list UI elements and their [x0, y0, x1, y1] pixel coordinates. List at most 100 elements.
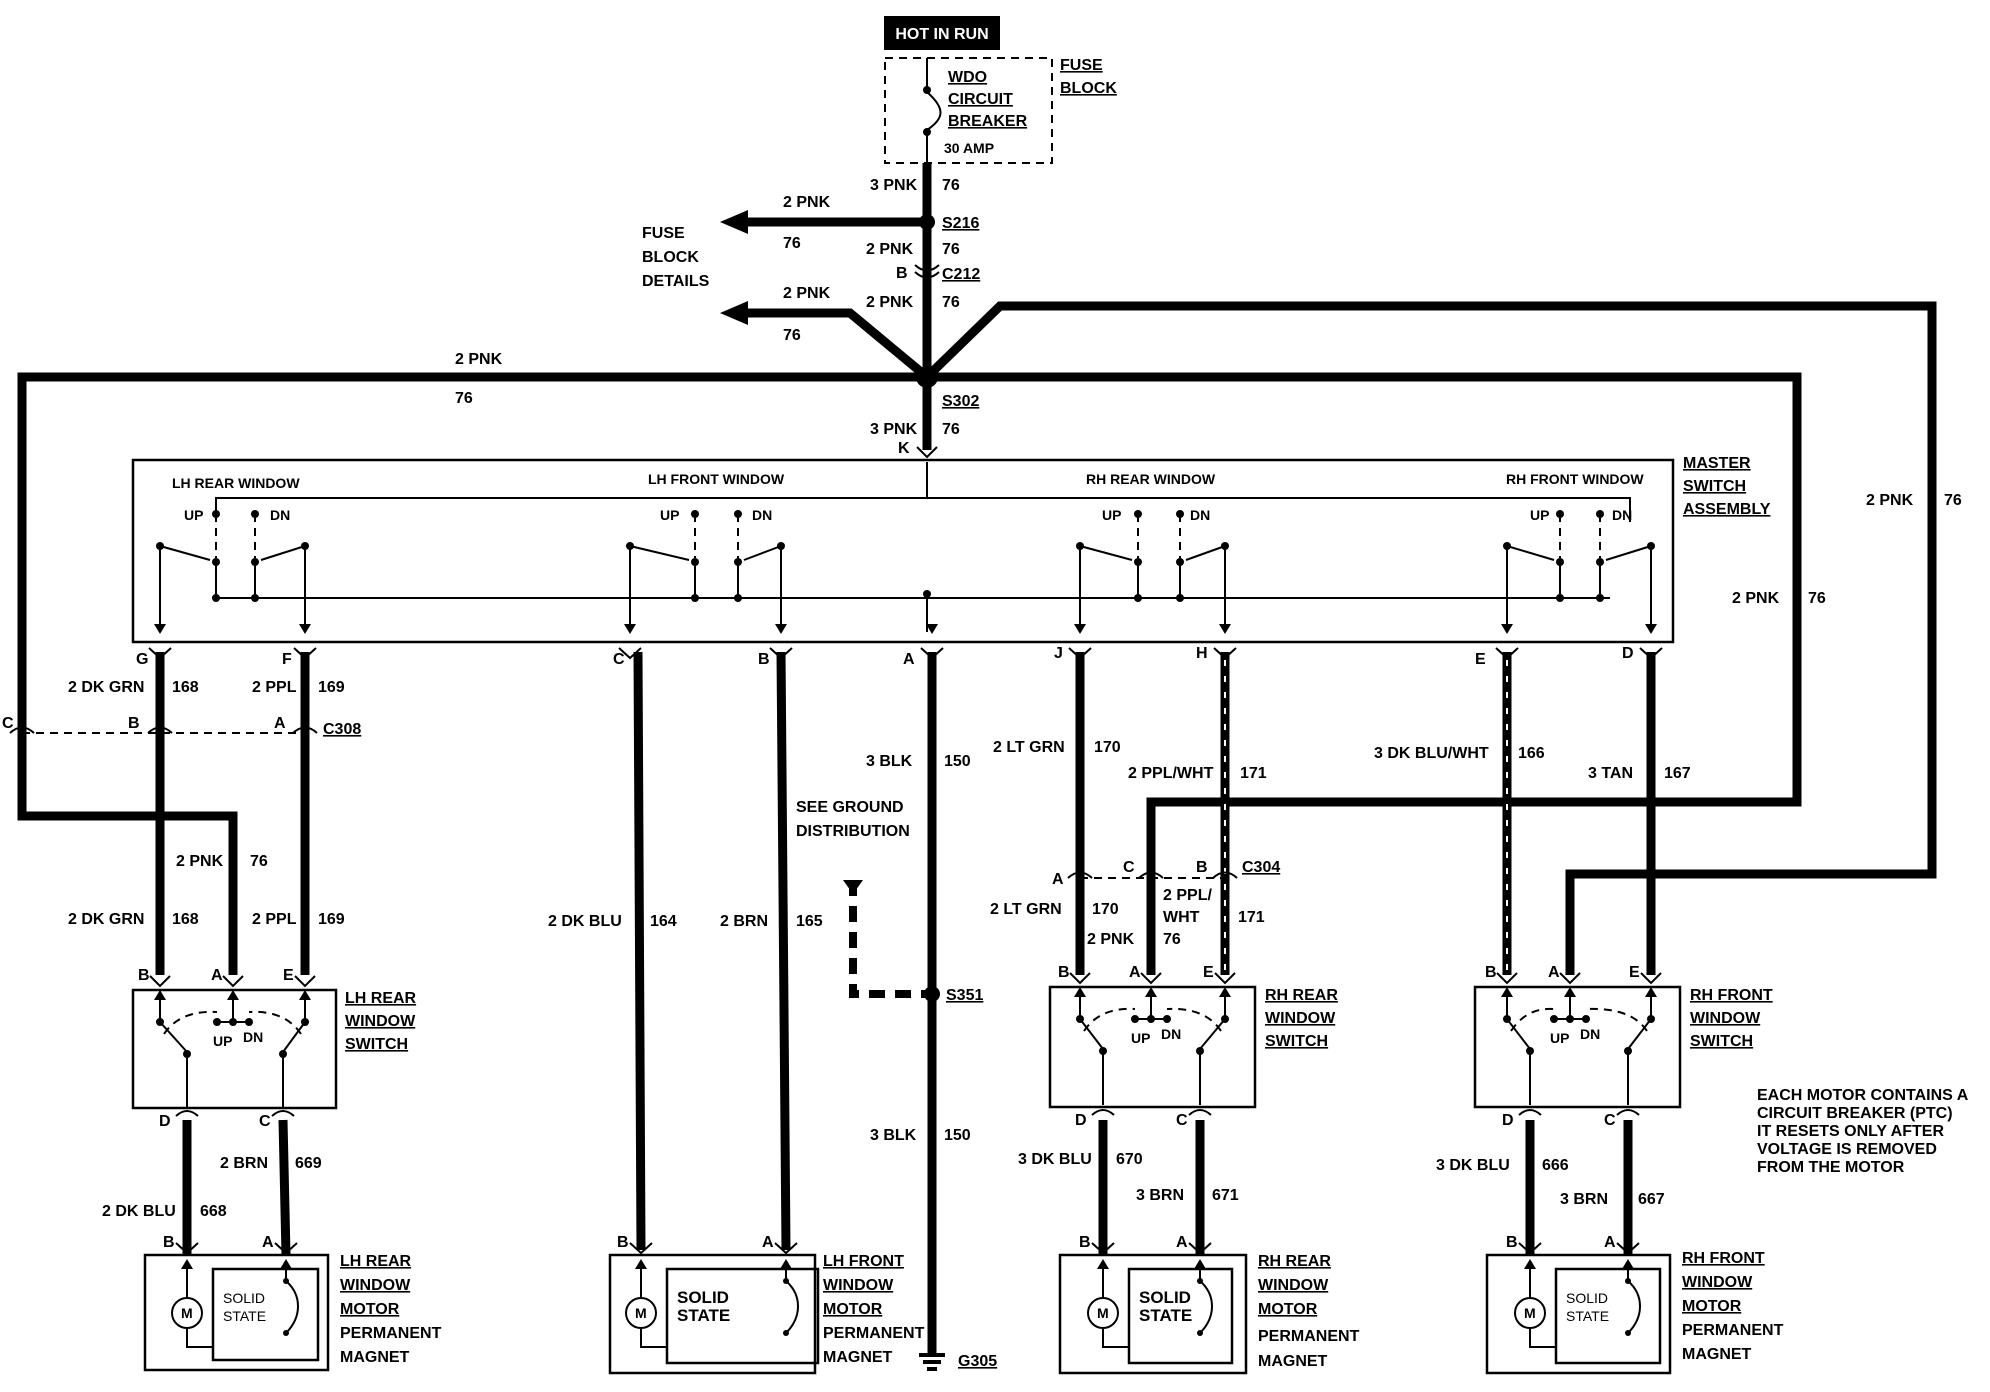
wire-label-below-s302-color: 3 PNK	[870, 421, 918, 438]
breaker-label-1: WDO	[948, 69, 987, 86]
motor-feed-wires	[182, 1119, 1633, 1256]
right-inner-circuit: 76	[1808, 590, 1826, 607]
rh-front-motor-label-1: RH FRONT	[1682, 1250, 1765, 1267]
lh-front-motor-label-4: PERMANENT	[823, 1325, 925, 1342]
rh-rear-motor-box	[1058, 1253, 1248, 1375]
c304-pin-b: B	[1196, 859, 1208, 876]
note-line-1: EACH MOTOR CONTAINS A	[1757, 1087, 1969, 1104]
lhf-brn-circuit: 165	[796, 913, 823, 930]
c308-pin-a: A	[274, 715, 286, 732]
rh-rear-switch-pin-d: D	[1075, 1112, 1087, 1129]
lh-ppl-color: 2 PPL	[252, 911, 297, 928]
lh-front-motor-box	[608, 1253, 817, 1375]
lh-rear-motor-label-4: PERMANENT	[340, 1325, 442, 1342]
master-pin-h: H	[1196, 645, 1208, 662]
lh-front-motor-label-2: WINDOW	[823, 1277, 894, 1294]
rh-front-switch-label-3: SWITCH	[1690, 1033, 1753, 1050]
rh-rear-motor-pin-a: A	[1176, 1234, 1188, 1251]
note-line-5: FROM THE MOTOR	[1757, 1159, 1905, 1176]
hot-in-run-tag: HOT IN RUN	[884, 16, 1000, 50]
circuit-breaker-box	[884, 57, 1053, 164]
c308-pin-c: C	[2, 715, 14, 732]
master-section-lh-front: LH FRONT WINDOW	[648, 471, 785, 487]
lh-rear-solid-state-label-2: STATE	[223, 1308, 266, 1324]
lh-front-solid-state-label-2: STATE	[677, 1306, 730, 1325]
wire-g-color: 2 DK GRN	[68, 679, 144, 696]
c304-pin-a: A	[1052, 871, 1064, 888]
master-switch-box	[131, 458, 1675, 644]
master-dn-label-rh-rear: DN	[1190, 507, 1210, 523]
right-outer-color: 2 PNK	[1866, 492, 1914, 509]
lh-grn-color: 2 DK GRN	[68, 911, 144, 928]
master-up-label-lh-front: UP	[660, 507, 679, 523]
master-switch-title-2: SWITCH	[1683, 478, 1746, 495]
rh-rear-motor-label-4: PERMANENT	[1258, 1328, 1360, 1345]
lh-rear-switch-label-1: LH REAR	[345, 990, 417, 1007]
rhr-c-color: 3 BRN	[1136, 1187, 1184, 1204]
rh-front-motor-m-label: M	[1524, 1305, 1536, 1321]
rh-front-switch-label-2: WINDOW	[1690, 1010, 1761, 1027]
wire-e-color: 3 DK BLU/WHT	[1374, 745, 1489, 762]
ground-note-1: SEE GROUND	[796, 799, 904, 816]
rh-front-motor-pin-b: B	[1506, 1234, 1518, 1251]
rh-rear-motor-pin-b: B	[1079, 1234, 1091, 1251]
rh-pnk-circuit: 76	[1163, 931, 1181, 948]
rh-front-switch-pin-d: D	[1502, 1112, 1514, 1129]
lh-pnk-circuit: 76	[250, 853, 268, 870]
rh-rear-solid-state-label-1: SOLID	[1139, 1288, 1191, 1307]
breaker-label-3: BREAKER	[948, 113, 1028, 130]
c308-connector	[9, 726, 318, 734]
wire-h-color: 2 PPL/WHT	[1128, 765, 1214, 782]
pnk-loop-right-inner	[927, 372, 1802, 975]
rh-front-switch-pin-a: A	[1548, 964, 1560, 981]
rh-rear-switch-pin-e: E	[1203, 964, 1214, 981]
rh-pnk-color: 2 PNK	[1087, 931, 1135, 948]
master-section-lh-rear: LH REAR WINDOW	[172, 475, 300, 491]
master-section-rh-rear: RH REAR WINDOW	[1086, 471, 1216, 487]
wire-h-circuit: 171	[1240, 765, 1267, 782]
c304-connector	[1067, 871, 1238, 879]
wire-j-circuit: 170	[1094, 739, 1121, 756]
ground-g305-icon	[919, 1353, 945, 1371]
c308-label: C308	[323, 721, 361, 738]
fuse-block-details-1: FUSE	[642, 225, 685, 242]
g305-label: G305	[958, 1353, 997, 1370]
rhr-c-circuit: 671	[1212, 1187, 1239, 1204]
rh-rear-switch-pin-c: C	[1176, 1112, 1188, 1129]
lh-rear-motor-label-5: MAGNET	[340, 1349, 410, 1366]
wire-label-below-c212-color: 2 PNK	[866, 294, 914, 311]
lh-ppl-circuit: 169	[318, 911, 345, 928]
rh-front-motor-pin-a: A	[1604, 1234, 1616, 1251]
fuse-block-branch-2	[720, 301, 930, 381]
hot-in-run-label: HOT IN RUN	[895, 26, 988, 43]
master-dn-label-lh-front: DN	[752, 507, 772, 523]
rh-rear-switch-label-1: RH REAR	[1265, 987, 1338, 1004]
c212-label: C212	[942, 266, 980, 283]
master-switch-title-3: ASSEMBLY	[1683, 501, 1771, 518]
main-feed-wire	[914, 163, 940, 459]
s216-label: S216	[942, 215, 979, 232]
pnk-loop-left	[17, 372, 927, 975]
master-pin-b: B	[758, 651, 770, 668]
ground-note-2: DISTRIBUTION	[796, 823, 910, 840]
fuse-block-branch-1	[720, 210, 927, 234]
lhf-brn-color: 2 BRN	[720, 913, 768, 930]
lh-grn-circuit: 168	[172, 911, 199, 928]
master-pin-d: D	[1622, 645, 1634, 662]
rh-front-solid-state-label-2: STATE	[1566, 1308, 1609, 1324]
lh-pnk-color: 2 PNK	[176, 853, 224, 870]
rh-rear-motor-label-3: MOTOR	[1258, 1301, 1318, 1318]
rh-grn-circuit: 170	[1092, 901, 1119, 918]
branch2-circuit: 76	[783, 327, 801, 344]
lh-rear-switch-pin-e: E	[283, 967, 294, 984]
lh-rear-switch-dn-label: DN	[243, 1029, 263, 1045]
rh-rear-switch-dn-label: DN	[1161, 1026, 1181, 1042]
right-outer-circuit: 76	[1944, 492, 1962, 509]
master-pin-e: E	[1475, 651, 1486, 668]
